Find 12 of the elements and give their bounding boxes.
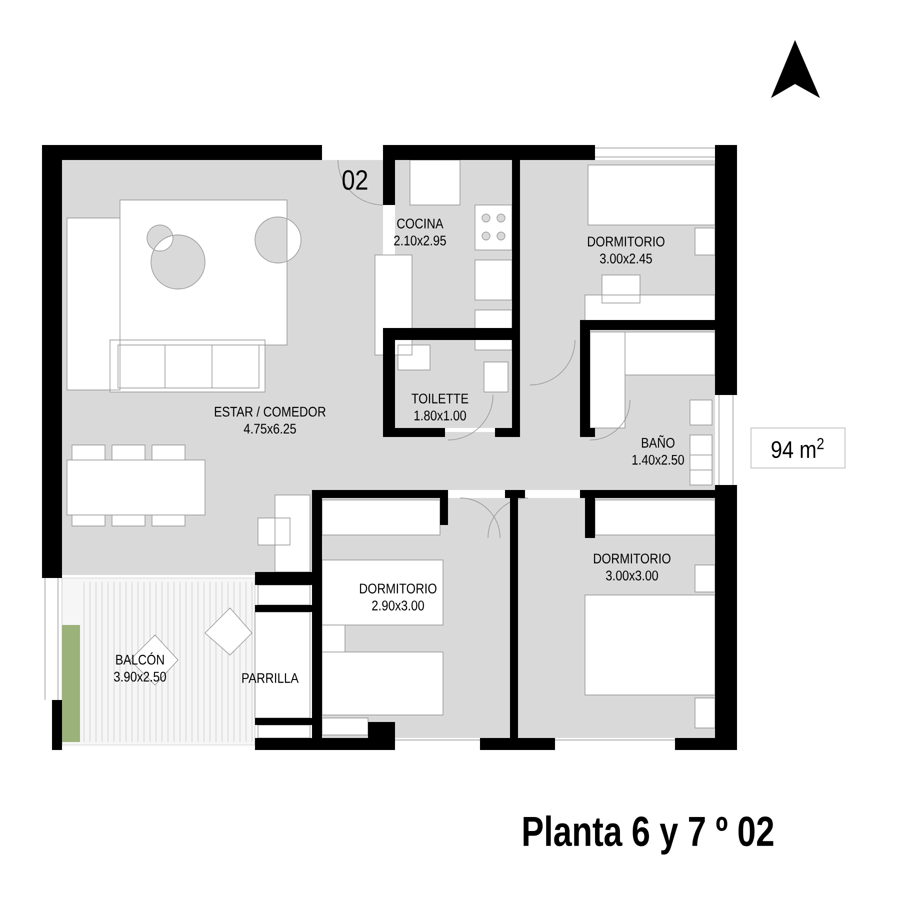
room-label: BALCÓN 3.90x2.50: [114, 652, 166, 682]
room-label: DORMITORIO 3.00x2.45: [588, 236, 664, 264]
room-label: COCINA 2.10x2.95: [394, 218, 446, 246]
room-label: DORMITORIO 3.00x3.00: [594, 554, 670, 580]
room-label: TOILETTE 1.80x1.00: [412, 394, 468, 420]
room-label: ESTAR / COMEDOR 4.75x6.25: [214, 406, 326, 434]
title: Planta 6 y 7 º 02: [524, 815, 774, 855]
room-label: DORMITORIO 2.90x3.00: [360, 584, 436, 610]
room-label: PARRILLA: [242, 673, 299, 683]
area-box: 94 m$^{2}$: [750, 428, 846, 468]
unit-number: 02: [342, 170, 368, 190]
room-label: BAÑO 1.40x2.50: [632, 435, 684, 465]
